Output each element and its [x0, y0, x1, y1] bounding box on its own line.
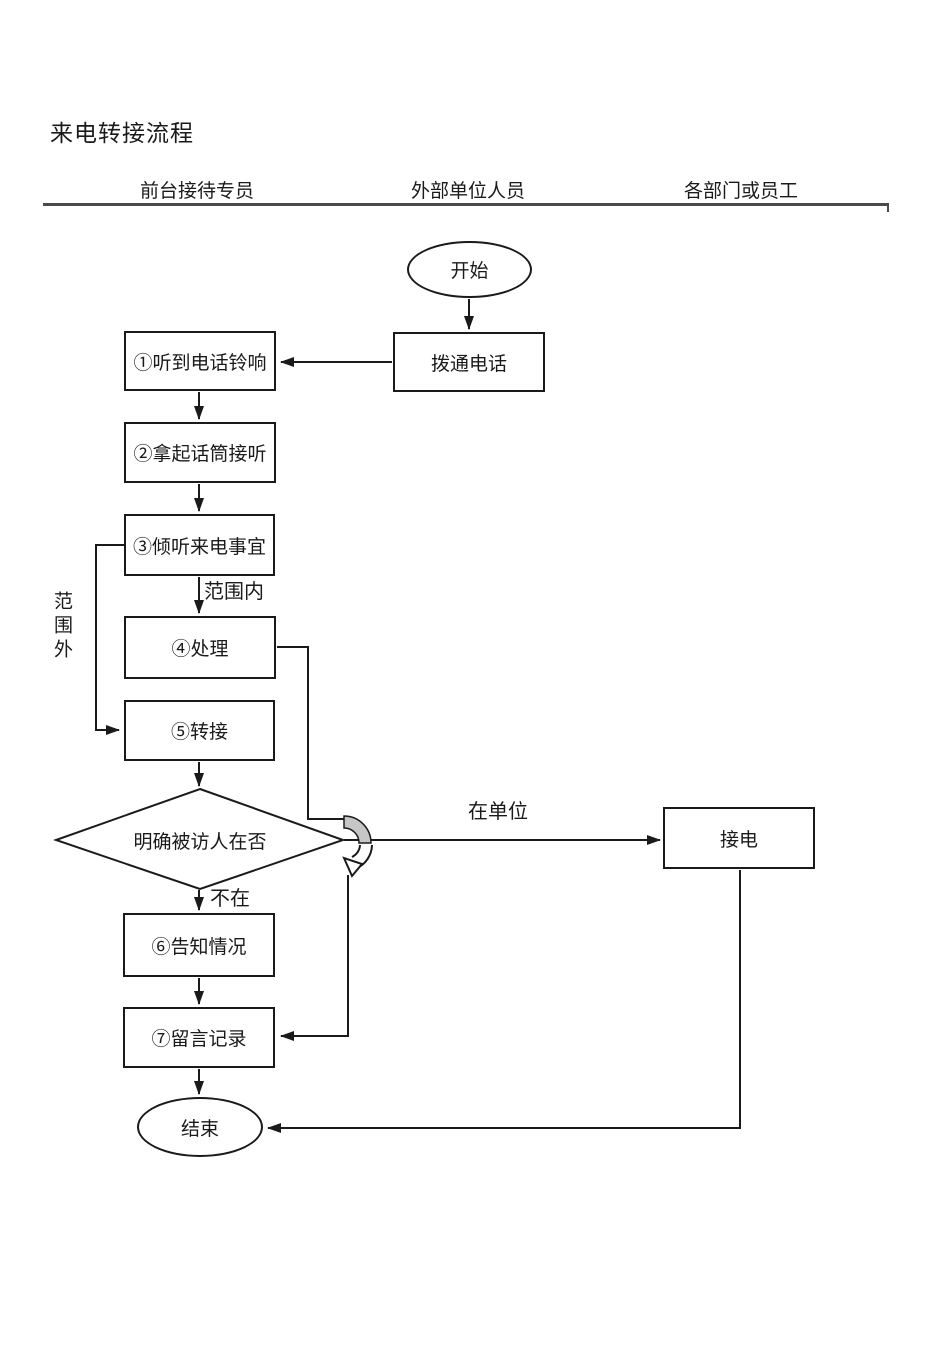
node-answer-call: 接电 — [663, 807, 815, 869]
edge-step4-to-hop — [277, 646, 344, 820]
edge-label-not-in: 不在 — [210, 888, 250, 910]
edge-label-at-unit: 在单位 — [468, 801, 528, 823]
line-hop-icon — [342, 815, 373, 878]
edge-answer-to-end — [267, 870, 741, 1133]
lane-header-external: 外部单位人员 — [410, 181, 526, 202]
edge-hop-to-step7 — [280, 875, 349, 1041]
lane-header-rule — [43, 203, 889, 206]
node-step5-transfer: ⑤转接 — [124, 700, 275, 761]
edge-label-in-scope: 范围内 — [204, 581, 264, 603]
page-title: 来电转接流程 — [50, 121, 194, 146]
node-step2-pickup-receiver: ②拿起话筒接听 — [124, 422, 276, 483]
lane-header-rule-endtick — [887, 203, 889, 212]
node-step4-handle: ④处理 — [124, 616, 276, 679]
edge-label-out-of-scope: 范围外 — [51, 591, 72, 663]
node-step1-hear-ring: ①听到电话铃响 — [124, 331, 276, 391]
node-start: 开始 — [407, 241, 532, 298]
lane-header-departments: 各部门或员工 — [683, 181, 799, 202]
edge-step3-to-step5-outscope — [95, 544, 124, 735]
decision-diamond-shape — [52, 787, 347, 891]
lane-header-receptionist: 前台接待专员 — [139, 181, 255, 202]
node-dial-phone: 拨通电话 — [393, 332, 545, 392]
node-step6-inform-situation: ⑥告知情况 — [123, 913, 275, 977]
node-step7-message-record: ⑦留言记录 — [123, 1007, 275, 1068]
node-end: 结束 — [137, 1097, 263, 1157]
node-step3-listen-matter: ③倾听来电事宜 — [124, 514, 275, 576]
node-decision-person-present: 明确被访人在否 — [133, 831, 267, 853]
